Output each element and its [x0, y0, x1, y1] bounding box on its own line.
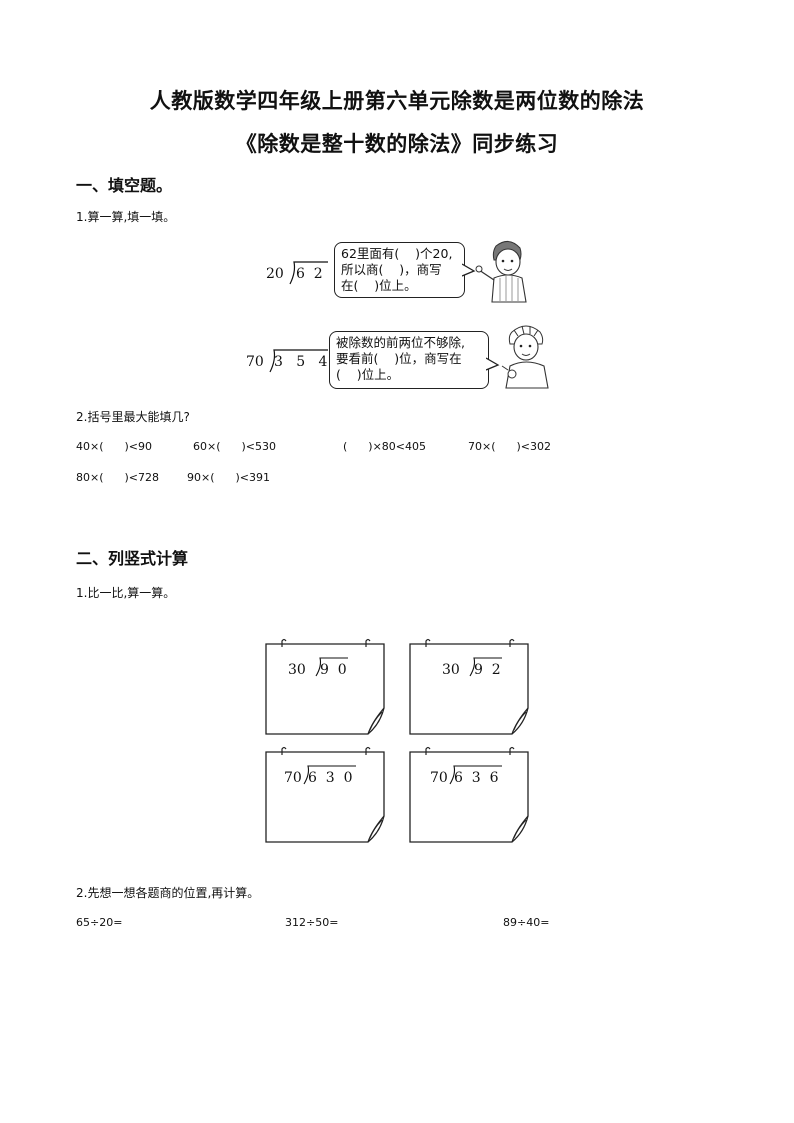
question-1-1-prompt: 1.算一算,填一填。	[76, 210, 176, 224]
divisor: 20	[266, 266, 284, 282]
note-card-70-636: 70 6 3 6	[408, 746, 532, 846]
dividend: 6 2	[296, 266, 323, 282]
question-1-2-prompt: 2.括号里最大能填几?	[76, 410, 190, 424]
bubble-tail	[486, 357, 500, 371]
note-card-30-90: 30 9 0	[264, 638, 388, 738]
divisor: 70	[246, 354, 264, 370]
section-heading-fill-blanks: 一、填空题。	[76, 176, 173, 195]
division-exercise: 65÷20=	[76, 916, 123, 929]
inequality-item: 60×( )<530	[193, 440, 276, 453]
inequality-item: 90×( )<391	[187, 471, 270, 484]
division-bracket	[289, 261, 328, 285]
section-heading-vertical-calc: 二、列竖式计算	[76, 549, 189, 568]
boy-thinking-illustration	[501, 325, 549, 389]
hint-bubble-2: 被除数的前两位不够除, 要看前( )位，商写在 ( )位上。	[329, 331, 489, 389]
question-2-2-prompt: 2.先想一想各题商的位置,再计算。	[76, 886, 260, 900]
dividend: 9 2	[474, 662, 501, 678]
divisor: 70	[430, 770, 448, 786]
inequality-item: ( )×80<405	[343, 440, 426, 453]
long-division-20-62: 20 6 2	[260, 246, 330, 286]
divisor: 70	[284, 770, 302, 786]
page-title: 人教版数学四年级上册第六单元除数是两位数的除法	[149, 88, 645, 113]
dividend: 3 5 4	[274, 354, 328, 370]
divisor: 30	[442, 662, 460, 678]
boy-pointing-illustration	[475, 241, 527, 303]
division-exercise: 312÷50=	[285, 916, 339, 929]
dividend: 6 3 6	[454, 770, 499, 786]
inequality-item: 80×( )<728	[76, 471, 159, 484]
division-bracket	[269, 349, 328, 373]
divisor: 30	[288, 662, 306, 678]
dividend: 9 0	[320, 662, 347, 678]
page-subtitle: 《除数是整十数的除法》同步练习	[235, 131, 559, 156]
long-division-70-354: 70 3 5 4	[240, 338, 330, 378]
note-card-30-92: 30 9 2	[408, 638, 532, 738]
inequality-item: 70×( )<302	[468, 440, 551, 453]
question-2-1-prompt: 1.比一比,算一算。	[76, 586, 176, 600]
note-card-70-630: 70 6 3 0	[264, 746, 388, 846]
bubble-tail	[462, 263, 476, 277]
inequality-item: 40×( )<90	[76, 440, 152, 453]
hint-bubble-1: 62里面有( )个20, 所以商( )，商写 在( )位上。	[334, 242, 465, 298]
dividend: 6 3 0	[308, 770, 353, 786]
division-exercise: 89÷40=	[503, 916, 550, 929]
